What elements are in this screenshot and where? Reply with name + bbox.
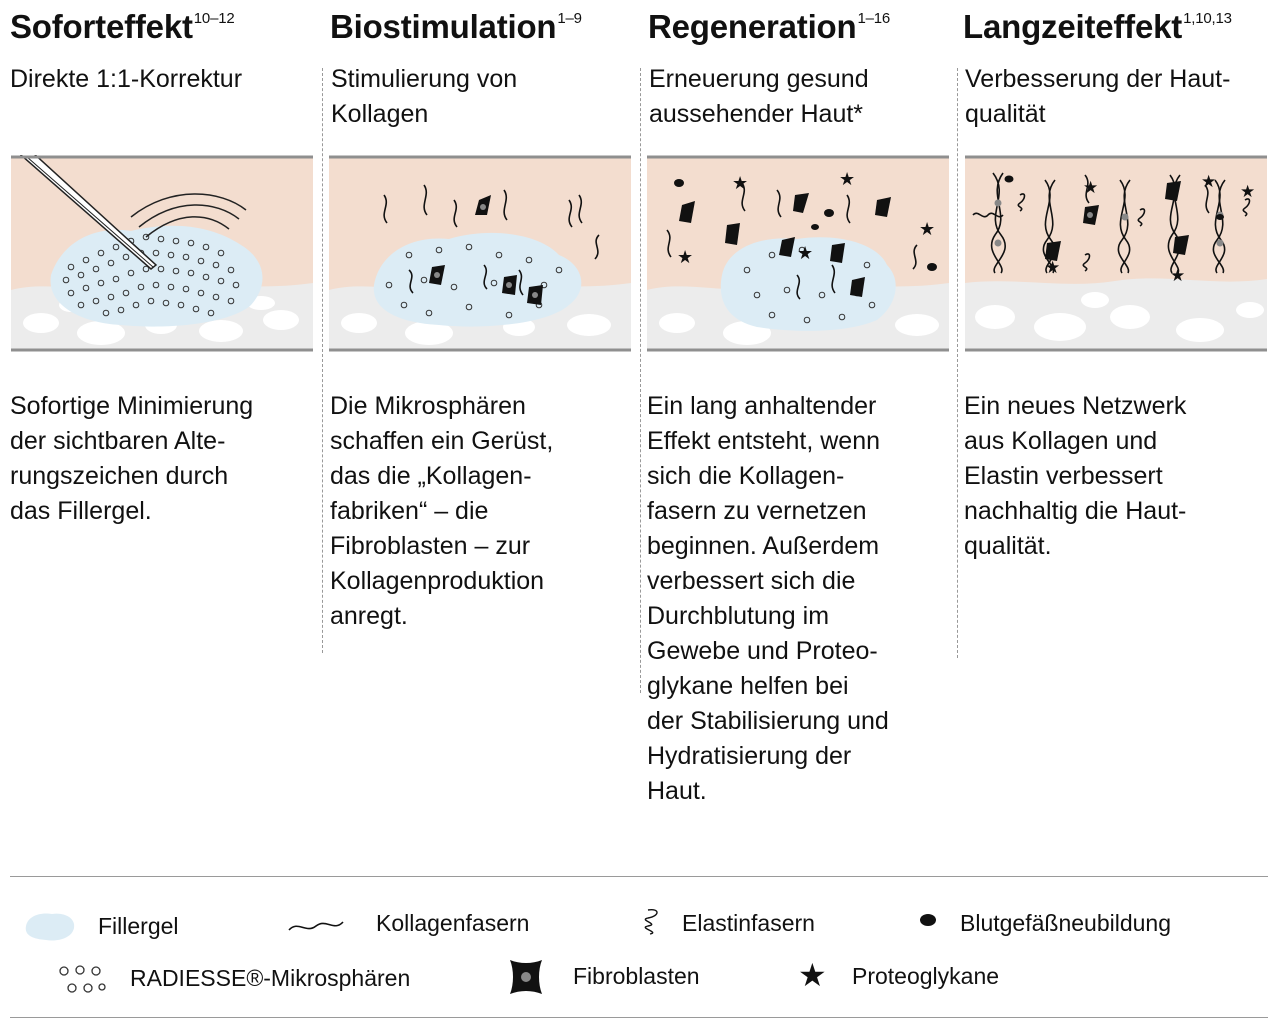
legend-kollagenfasern: Kollagenfasern — [376, 910, 529, 937]
column-divider — [640, 68, 641, 693]
svg-text:★: ★ — [1170, 266, 1185, 286]
legend-blutgefaess: Blutgefäßneubildung — [960, 910, 1171, 937]
legend-fillergel: Fillergel — [98, 913, 179, 940]
column-title: Langzeiteffekt1,10,13 — [963, 8, 1232, 46]
svg-text:★: ★ — [1083, 178, 1098, 198]
proteoglykane-icon: ★ — [798, 955, 827, 995]
column-title: Regeneration1–16 — [648, 8, 890, 46]
svg-text:★: ★ — [1045, 258, 1060, 278]
fibroblasten-icon — [506, 956, 546, 998]
blutgefaess-icon — [916, 910, 940, 930]
svg-text:★: ★ — [677, 247, 693, 268]
svg-text:★: ★ — [797, 243, 813, 264]
column-title: Soforteffekt10–12 — [10, 8, 235, 46]
svg-text:★: ★ — [839, 169, 855, 190]
legend-fibroblasten: Fibroblasten — [573, 963, 700, 990]
illustration-langzeiteffekt: ★ ★ ★ ★ ★ — [965, 155, 1267, 352]
column-title: Biostimulation1–9 — [330, 8, 582, 46]
svg-text:★: ★ — [732, 173, 748, 194]
mikrosphaeren-icon — [56, 962, 106, 998]
illustration-regeneration: ★ ★ ★ ★ ★ — [647, 155, 949, 352]
kollagenfasern-icon — [286, 912, 346, 938]
svg-text:★: ★ — [1201, 172, 1216, 192]
elastinfasern-icon — [638, 906, 670, 938]
fillergel-icon — [22, 908, 78, 944]
column-subtitle: Direkte 1:1-Korrektur — [10, 62, 242, 97]
svg-text:★: ★ — [919, 219, 935, 240]
column-divider — [957, 68, 958, 658]
legend-mikrosphaeren: RADIESSE®-Mikrosphären — [130, 965, 410, 992]
column-divider — [322, 68, 323, 653]
illustration-soforteffekt — [11, 155, 313, 352]
legend-bottom-rule — [10, 1017, 1268, 1018]
legend-proteoglykane: Proteoglykane — [852, 963, 999, 990]
column-subtitle: Verbesserung der Haut-qualität — [965, 62, 1230, 132]
legend-top-rule — [10, 876, 1268, 877]
legend-elastinfasern: Elastinfasern — [682, 910, 815, 937]
illustration-biostimulation — [329, 155, 631, 352]
svg-text:★: ★ — [1240, 182, 1255, 202]
